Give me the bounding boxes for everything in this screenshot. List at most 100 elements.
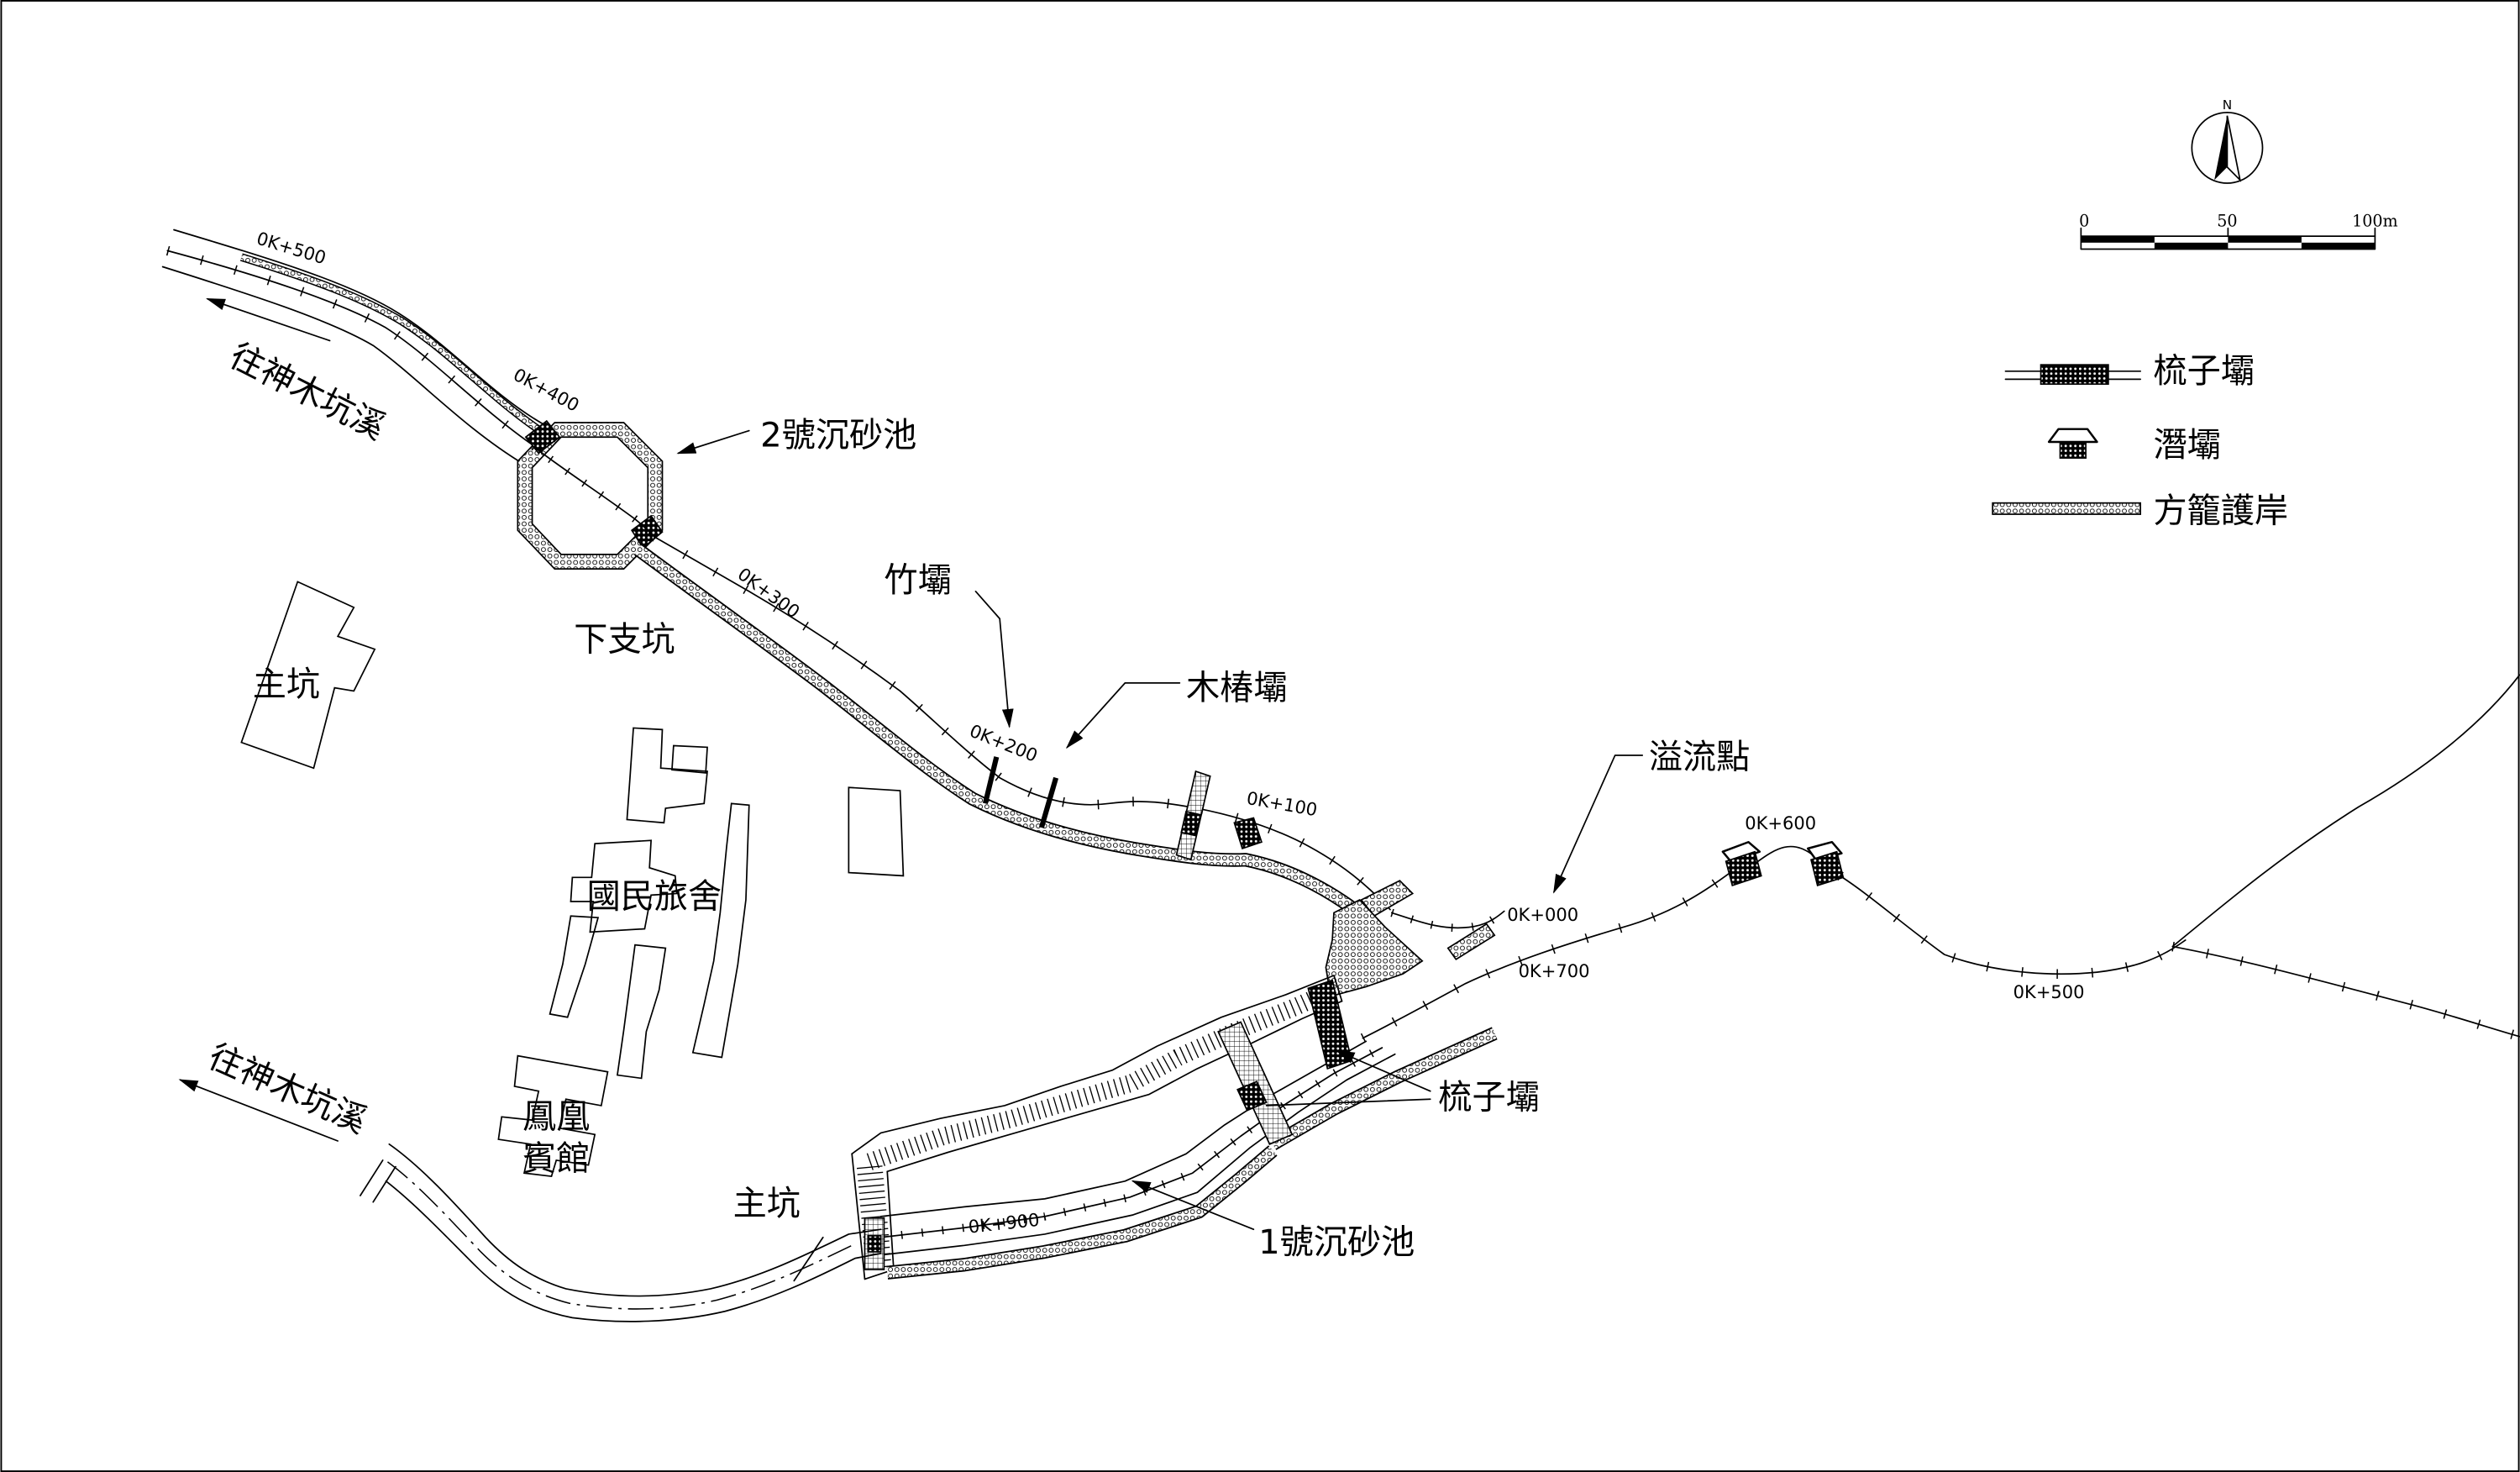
basin-1-south-revetment: [886, 1145, 1278, 1280]
scale-label-50: 50: [2217, 212, 2237, 231]
upper-channel: [161, 229, 544, 465]
station-lower-0k900: 0K+900: [968, 1209, 1041, 1238]
station-upper-0k100: 0K+100: [1245, 787, 1319, 820]
southwest-channel: [360, 1143, 882, 1322]
scale-label-100m: 100m: [2352, 212, 2398, 231]
main-channel-east-link: [1757, 845, 1814, 863]
label-lower-branch-pit: 下支坑: [574, 621, 675, 660]
basin-2-ring: [517, 422, 664, 570]
legend-label-comb-dam: 梳子壩: [2153, 352, 2254, 391]
overflow-station-ticks: [1390, 907, 1507, 933]
lower-branch-channel: [633, 532, 1424, 997]
leader-comb-dam-b: [1335, 1049, 1431, 1092]
station-labels: 0K+500 0K+400 0K+300 0K+200 0K+100 0K+00…: [255, 228, 2085, 1238]
legend: 梳子壩 潛壩 方籠護岸: [1992, 352, 2288, 531]
building-hostel-b: [671, 744, 708, 774]
station-lower-0k500: 0K+500: [2013, 981, 2085, 1002]
submerged-dam-structure-east-2: [1806, 840, 1845, 886]
southwest-channel-break-marks: [360, 1159, 396, 1203]
upper-channel-revetment: [239, 253, 543, 434]
overflow-structure: [1446, 923, 1496, 961]
label-to-shenmukeng-upper: 往神木坑溪: [223, 337, 391, 448]
tributary-line: [2171, 674, 2520, 948]
leader-overflow-point: [1553, 754, 1644, 894]
southwest-channel-cross-line: [793, 1236, 824, 1282]
main-channel-east-ticks-c: [2171, 941, 2520, 1042]
gabion-revetment-icon: [1992, 502, 2142, 515]
north-label: N: [2223, 97, 2232, 113]
scale-label-0: 0: [2079, 212, 2089, 231]
bamboo-dam: [982, 756, 1000, 805]
station-lower-0k600: 0K+600: [1745, 812, 1816, 833]
legend-item-submerged-dam: 潛壩: [2047, 426, 2221, 465]
sediment-basin-2: [517, 419, 664, 570]
main-channel-east-ticks-b: [1837, 871, 2189, 979]
main-channel-east-ticks-a: [1360, 867, 1735, 1043]
comb-dam-structure-upper-core: [1180, 810, 1202, 837]
lower-branch-centerline: [654, 535, 1391, 911]
southwest-channel-centerline: [386, 1161, 853, 1310]
building-hostel-f: [616, 944, 667, 1080]
label-phoenix-hotel-line1: 鳳凰: [522, 1098, 590, 1137]
label-national-hostel: 國民旅舍: [587, 878, 722, 917]
upper-channel-top-edge: [173, 229, 544, 425]
feature-labels: 2號沉砂池 竹壩 木椿壩 溢流點 梳子壩 1號沉砂池: [760, 417, 1750, 1262]
basin-1-embankment-outer: [851, 975, 1343, 1155]
station-lower-0k700: 0K+700: [1519, 960, 1590, 981]
arrow-to-shenmukeng-upper: [206, 297, 331, 342]
comb-dam-structure-inlet-core: [867, 1234, 882, 1253]
southwest-channel-north-edge: [388, 1143, 882, 1297]
basin-2-centerline: [533, 445, 655, 538]
basin-1-channel-south: [879, 1053, 1396, 1256]
lower-branch-revetment-fill: [635, 545, 1367, 921]
legend-label-submerged-dam: 潛壩: [2153, 426, 2220, 465]
upper-channel-revetment-fill: [240, 254, 542, 434]
label-main-pit-left: 主坑: [253, 665, 320, 704]
building-hostel-d: [691, 802, 750, 1059]
upper-channel-bottom-edge: [161, 265, 525, 465]
main-channel-east-centerline-a: [1362, 870, 1734, 1039]
leader-basin-2: [676, 429, 750, 455]
leader-timber-pile-dam: [1065, 682, 1181, 749]
comb-dam-icon: [2004, 364, 2142, 385]
scale-bar: 0 50 100m: [2079, 212, 2398, 250]
confluence-gabion-area: [1325, 899, 1424, 997]
building-rect: [848, 786, 905, 877]
label-bamboo-dam: 竹壩: [884, 561, 951, 600]
building-hostel-a: [626, 727, 708, 824]
label-phoenix-hotel-line2: 賓館: [522, 1139, 590, 1178]
arrow-to-shenmukeng-lower: [178, 1079, 339, 1142]
legend-item-gabion-revetment: 方籠護岸: [1992, 492, 2288, 531]
basin-1-embankment-inner: [886, 1000, 1343, 1173]
label-basin-1: 1號沉砂池: [1258, 1223, 1415, 1262]
main-channel-east-centerline-b: [1839, 875, 2187, 975]
place-labels: 往神木坑溪 往神木坑溪 主坑 下支坑 國民旅舍 鳳凰 賓館 主坑: [202, 337, 801, 1223]
comb-dam-structure-diagonal-core: [1236, 1080, 1268, 1112]
submerged-dam-icon: [2047, 428, 2098, 459]
north-arrow-icon: N: [2191, 97, 2264, 184]
station-upper-0k000: 0K+000: [1507, 904, 1578, 925]
leader-bamboo-dam: [974, 590, 1014, 728]
legend-item-comb-dam: 梳子壩: [2004, 352, 2255, 391]
building-main-pit: [240, 581, 376, 770]
building-phoenix-hotel: [497, 1054, 609, 1178]
basin-2-outlet-structure: [630, 514, 664, 549]
basin-1-west-embankment-outer: [851, 1153, 895, 1280]
comb-dam-structure-outlet: [1307, 979, 1353, 1070]
leader-basin-1: [1131, 1180, 1255, 1231]
buildings: [240, 581, 905, 1178]
overflow-channel: [1390, 907, 1507, 961]
leader-comb-dam-a: [1265, 1098, 1431, 1107]
main-channel-east-centerline-c: [2171, 945, 2520, 1038]
label-timber-pile-dam: 木椿壩: [1186, 669, 1287, 707]
southwest-channel-south-edge: [385, 1180, 882, 1322]
submerged-dam-structure-east-1: [1721, 840, 1762, 886]
station-upper-0k400: 0K+400: [510, 364, 583, 416]
label-main-pit-bottom: 主坑: [733, 1185, 801, 1223]
sediment-basin-1: [851, 975, 1498, 1280]
label-basin-2: 2號沉砂池: [760, 417, 916, 455]
basin-1-east-revetment-fill: [1270, 1028, 1497, 1149]
submerged-dam-structure-upper: [1233, 817, 1263, 849]
